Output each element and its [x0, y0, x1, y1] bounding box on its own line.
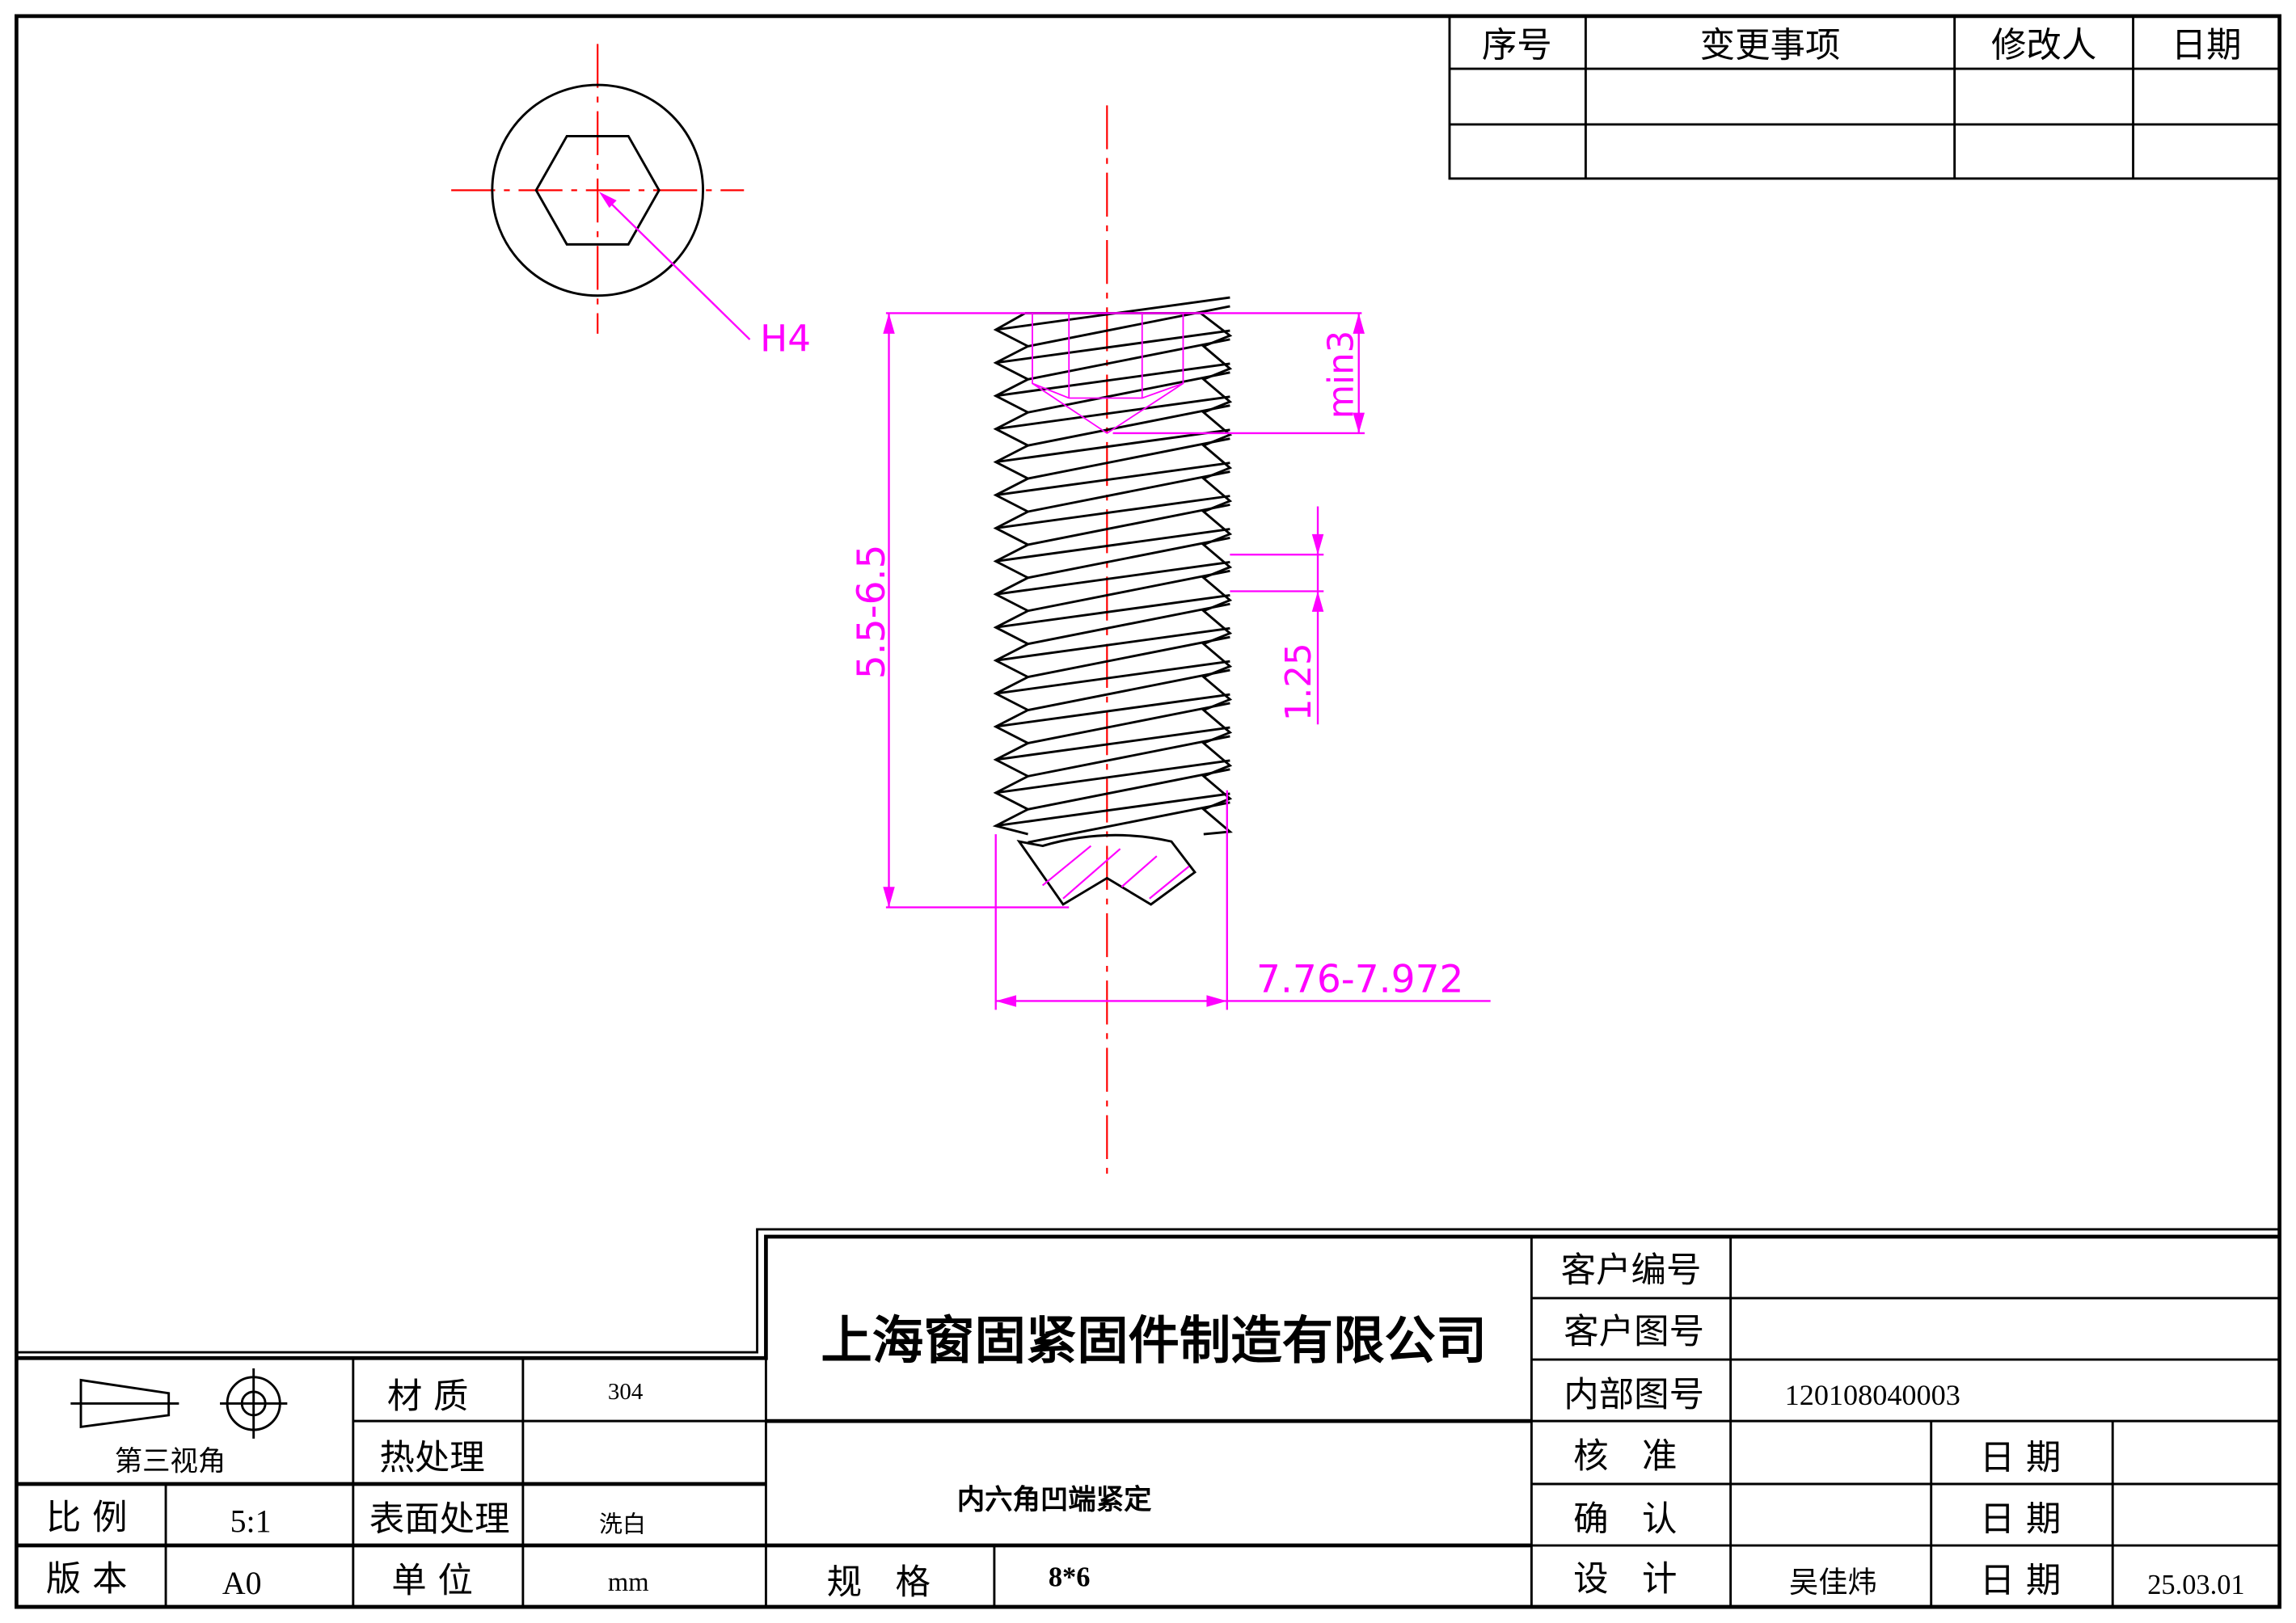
customer-number-label: 客户编号: [1561, 1250, 1702, 1291]
part-name: 内六角凹端紧定: [957, 1484, 1152, 1516]
scale-value: 5:1: [230, 1504, 272, 1540]
version-value: A0: [222, 1566, 262, 1601]
customer-drawing-label: 客户图号: [1564, 1312, 1704, 1352]
screw-side-view: [992, 105, 1233, 1174]
design-date-value: 25.03.01: [2147, 1570, 2244, 1600]
approve-date-label: 日 期: [1980, 1438, 2062, 1478]
dimensions: 5.5-6.5 min3 1.25 7.76-7.972: [850, 312, 1491, 1010]
internal-drawing-value: 120108040003: [1785, 1379, 1960, 1411]
revision-header-no: 序号: [1482, 26, 1552, 66]
material-value: 304: [608, 1379, 644, 1405]
company-name: 上海窗固紧固件制造有限公司: [821, 1309, 1487, 1370]
length-dimension: 5.5-6.5: [850, 545, 894, 680]
confirm-date-label: 日 期: [1980, 1499, 2062, 1540]
pitch-dimension: 1.25: [1279, 643, 1319, 721]
revision-header-change: 变更事项: [1700, 26, 1841, 66]
revision-header-editor: 修改人: [1991, 26, 2096, 66]
socket-depth-dimension: min3: [1321, 331, 1361, 419]
unit-label: 单 位: [391, 1561, 473, 1601]
designer-name: 吴佳炜: [1789, 1565, 1877, 1600]
version-label: 版 本: [46, 1559, 128, 1600]
title-block: 第三视角 材 质 304 热处理 比 例 5:1 表面处理 洗白 版 本 A0 …: [16, 1228, 2280, 1609]
design-label: 设 计: [1573, 1559, 1677, 1600]
heat-treatment-label: 热处理: [379, 1438, 484, 1478]
spec-value: 8*6: [1049, 1562, 1091, 1593]
third-angle-projection-icon: [70, 1368, 288, 1439]
approve-label: 核 准: [1573, 1436, 1677, 1477]
diameter-dimension: 7.76-7.972: [1256, 958, 1464, 1002]
projection-label: 第三视角: [115, 1446, 226, 1478]
internal-drawing-label: 内部图号: [1564, 1375, 1704, 1415]
revision-header-date: 日期: [2171, 26, 2242, 66]
material-label: 材 质: [387, 1376, 469, 1417]
surface-treatment-value: 洗白: [599, 1511, 646, 1538]
revision-table: 序号 变更事项 修改人 日期: [1448, 15, 2281, 180]
end-view: H4: [451, 44, 811, 360]
design-date-label: 日 期: [1980, 1561, 2062, 1601]
spec-label: 规 格: [827, 1562, 931, 1603]
surface-treatment-label: 表面处理: [369, 1499, 510, 1540]
hex-size-label: H4: [760, 318, 811, 360]
scale-label: 比 例: [46, 1498, 128, 1538]
unit-value: mm: [608, 1568, 649, 1597]
confirm-label: 确 认: [1573, 1499, 1677, 1540]
